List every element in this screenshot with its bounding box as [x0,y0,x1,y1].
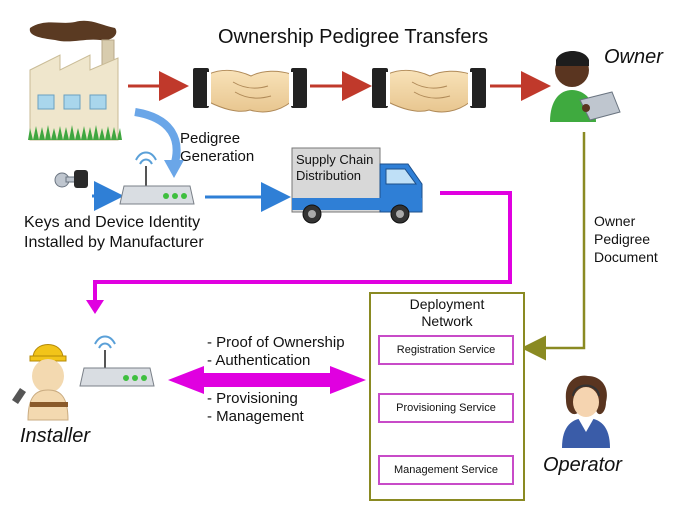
provisioning-service-box: Provisioning Service [378,393,514,423]
deployment-network-title: Deployment Network [371,296,523,330]
pedigree-generation-line1: Pedigree [180,130,241,147]
owner-pedigree-document-label: Owner Pedigree Document [594,212,658,266]
delivery-route [93,191,512,306]
deployment-title-line1: Deployment [409,296,485,312]
pedigree-arrow [134,108,181,168]
keys-label: Keys and Device Identity Installed by Ma… [24,213,204,253]
operator-label: Operator [543,454,622,476]
owner-label: Owner [604,46,663,68]
owner-doc-line3: Document [594,249,658,265]
provisioning-management-labels: - Provisioning - Management [207,390,304,426]
handshake-icon [372,68,486,113]
truck-icon [291,147,423,224]
supply-chain-line1: Supply Chain [296,152,374,167]
supply-chain-label: Supply Chain Distribution [296,152,373,183]
pedigree-generation-label: Pedigree Generation [180,130,254,166]
router-icon [119,151,195,205]
keys-icon [54,170,88,188]
management-service-box: Management Service [378,455,514,485]
installer-icon [12,344,69,421]
diagram-title: Ownership Pedigree Transfers [218,26,489,48]
owner-doc-line2: Pedigree [594,231,651,247]
person-laptop-icon [550,51,621,122]
owner-doc-line1: Owner [594,213,636,229]
handshake-icon [193,68,307,113]
supply-chain-line2: Distribution [296,167,362,183]
keys-line2: Installed by Manufacturer [24,234,204,251]
deployment-title-line2: Network [421,312,473,329]
provisioning-label: - Provisioning [207,390,298,407]
operator-icon [562,375,610,448]
registration-service-box: Registration Service [378,335,514,365]
proof-of-ownership-label: - Proof of Ownership [207,334,345,351]
management-label: - Management [207,408,304,425]
provisioning-double-arrow [168,366,366,394]
router-icon [79,335,155,387]
factory-icon [28,20,122,141]
ownership-auth-labels: - Proof of Ownership - Authentication [207,334,345,370]
owner-document-arrow [521,132,586,361]
authentication-label: - Authentication [207,352,311,369]
installer-label: Installer [20,425,91,447]
keys-line1: Keys and Device Identity [24,214,201,231]
pedigree-generation-line2: Generation [180,148,255,165]
